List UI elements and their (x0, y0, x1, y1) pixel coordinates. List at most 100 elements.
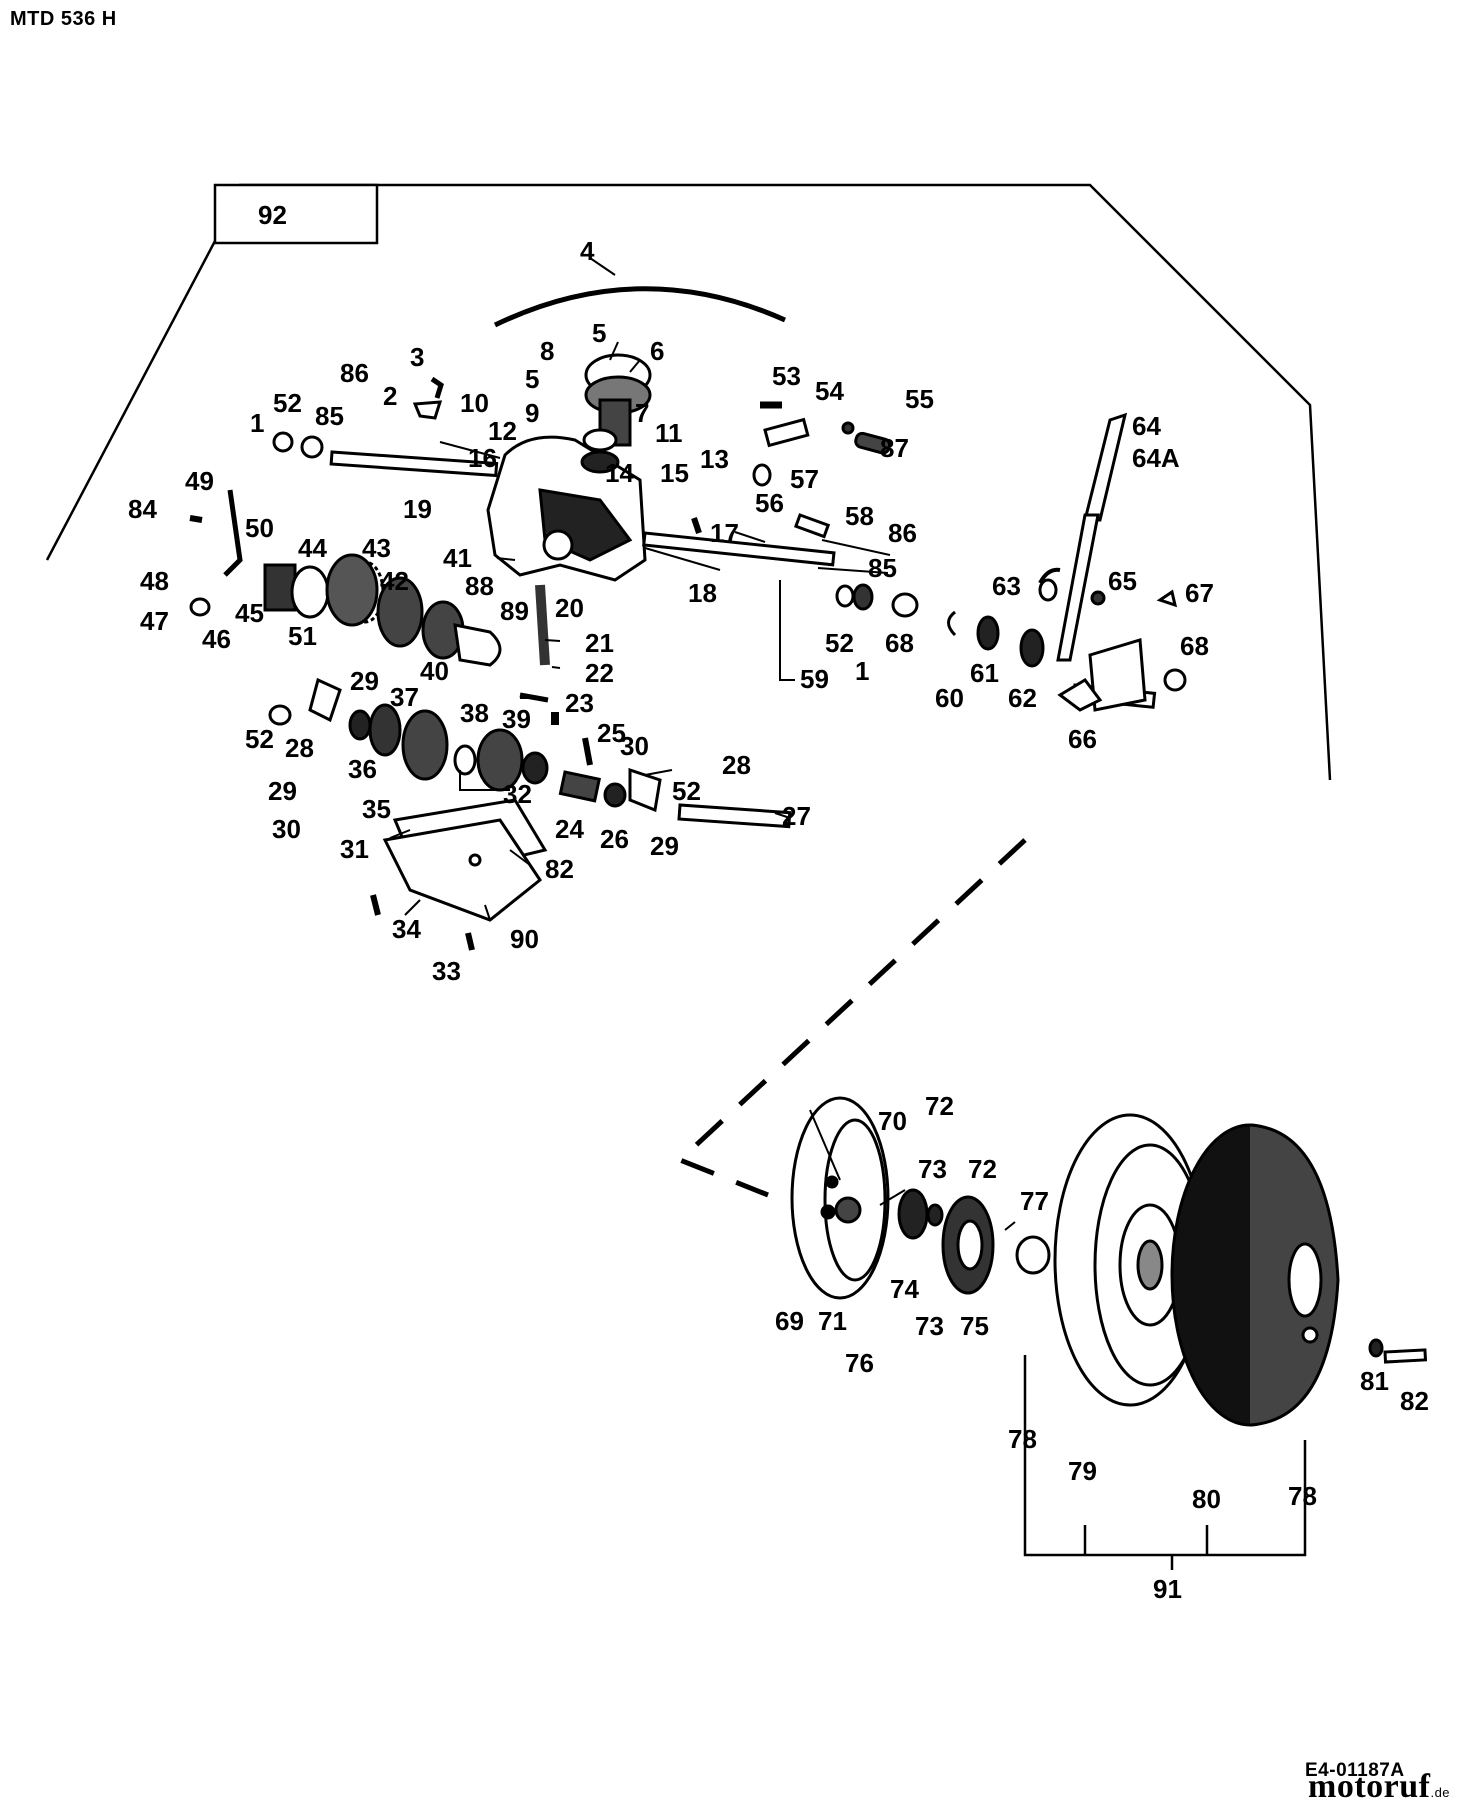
callout-20: 20 (555, 593, 584, 623)
callout-62: 62 (1008, 683, 1037, 713)
part-pulley-top (580, 353, 652, 474)
callout-61: 61 (970, 658, 999, 688)
callout-42: 42 (380, 566, 409, 596)
callout-57: 57 (790, 464, 819, 494)
callout-76: 76 (845, 1348, 874, 1378)
callout-52-lower: 52 (672, 776, 701, 806)
callout-29-right: 29 (650, 831, 679, 861)
callout-35: 35 (362, 794, 391, 824)
callout-85-right: 85 (868, 553, 897, 583)
callout-55: 55 (905, 384, 934, 414)
callout-73-top: 73 (918, 1154, 947, 1184)
height-lever (1056, 412, 1147, 712)
callout-70: 70 (878, 1106, 907, 1136)
motoruf-logo[interactable]: motoruf.de (1308, 1768, 1450, 1806)
callout-59: 59 (800, 664, 829, 694)
callout-53: 53 (772, 361, 801, 391)
callout-17: 17 (710, 518, 739, 548)
leader-lines (389, 257, 1016, 1231)
callout-25: 25 (597, 718, 626, 748)
callout-48: 48 (140, 566, 169, 596)
left-gear-cluster (263, 553, 662, 813)
callout-80: 80 (1192, 1484, 1221, 1514)
callout-92: 92 (258, 200, 287, 230)
wheel-assembly (790, 1096, 1428, 1427)
callout-52-right: 52 (825, 628, 854, 658)
callout-33: 33 (432, 956, 461, 986)
callout-85-left: 85 (315, 401, 344, 431)
callout-89: 89 (500, 596, 529, 626)
kit-91-bracket (1023, 1355, 1307, 1557)
callout-68-right: 68 (1180, 631, 1209, 661)
bottom-cover-plate (370, 798, 548, 951)
callout-67: 67 (1185, 578, 1214, 608)
callout-5-mid: 5 (525, 364, 539, 394)
callout-49: 49 (185, 466, 214, 496)
callout-68-left: 68 (885, 628, 914, 658)
callout-72-mid: 72 (968, 1154, 997, 1184)
callout-47: 47 (140, 606, 169, 636)
callout-12: 12 (488, 416, 517, 446)
callout-28-left: 28 (285, 733, 314, 763)
callout-88: 88 (465, 571, 494, 601)
callout-78-right: 78 (1288, 1481, 1317, 1511)
callout-15: 15 (660, 458, 689, 488)
callout-43: 43 (362, 533, 391, 563)
callout-90: 90 (510, 924, 539, 954)
callout-14: 14 (605, 458, 634, 488)
callout-34: 34 (392, 914, 421, 944)
callout-52-left: 52 (245, 724, 274, 754)
callout-58: 58 (845, 501, 874, 531)
logo-main: motoruf (1308, 1768, 1431, 1805)
callout-5-top: 5 (592, 318, 606, 348)
callout-38: 38 (460, 698, 489, 728)
callout-40: 40 (420, 656, 449, 686)
callout-84: 84 (128, 494, 157, 524)
callout-64: 64 (1132, 411, 1161, 441)
callout-56: 56 (755, 488, 784, 518)
callout-16: 16 (468, 443, 497, 473)
callout-82-left: 82 (545, 854, 574, 884)
callout-11: 11 (655, 418, 683, 448)
callout-32: 32 (503, 779, 532, 809)
callout-30-left: 30 (272, 814, 301, 844)
callout-9: 9 (525, 398, 539, 428)
callout-64A: 64A (1132, 443, 1180, 473)
callout-60: 60 (935, 683, 964, 713)
callout-79: 79 (1068, 1456, 1097, 1486)
callout-6: 6 (650, 336, 664, 366)
assembly-frame (45, 183, 1332, 781)
dashed-link (675, 838, 1027, 1198)
callout-31: 31 (340, 834, 369, 864)
callout-4: 4 (580, 236, 595, 266)
callout-23: 23 (565, 688, 594, 718)
drawing-code: E4-01187A (1305, 1760, 1405, 1781)
callout-1-top: 1 (250, 408, 264, 438)
callout-24: 24 (555, 814, 584, 844)
callout-10: 10 (460, 388, 489, 418)
callout-63: 63 (992, 571, 1021, 601)
callout-65: 65 (1108, 566, 1137, 596)
callout-2: 2 (383, 381, 397, 411)
callout-78-left: 78 (1008, 1424, 1037, 1454)
callout-73-bottom: 73 (915, 1311, 944, 1341)
callout-27: 27 (782, 801, 811, 831)
callout-52-top: 52 (273, 388, 302, 418)
callout-8: 8 (540, 336, 554, 366)
callout-39: 39 (502, 704, 531, 734)
callout-18: 18 (688, 578, 717, 608)
callout-66: 66 (1068, 724, 1097, 754)
callout-41: 41 (443, 543, 472, 573)
callout-30-right: 30 (620, 731, 649, 761)
callout-50: 50 (245, 513, 274, 543)
callout-74: 74 (890, 1274, 919, 1304)
callout-19: 19 (403, 494, 432, 524)
callout-54: 54 (815, 376, 844, 406)
callout-87: 87 (880, 433, 909, 463)
callout-81: 81 (1360, 1366, 1389, 1396)
callout-37: 37 (390, 682, 419, 712)
kit-91-ticks (1083, 1525, 1209, 1570)
callout-72-top: 72 (925, 1091, 954, 1121)
callout-29-left: 29 (268, 776, 297, 806)
callout-44: 44 (298, 533, 327, 563)
